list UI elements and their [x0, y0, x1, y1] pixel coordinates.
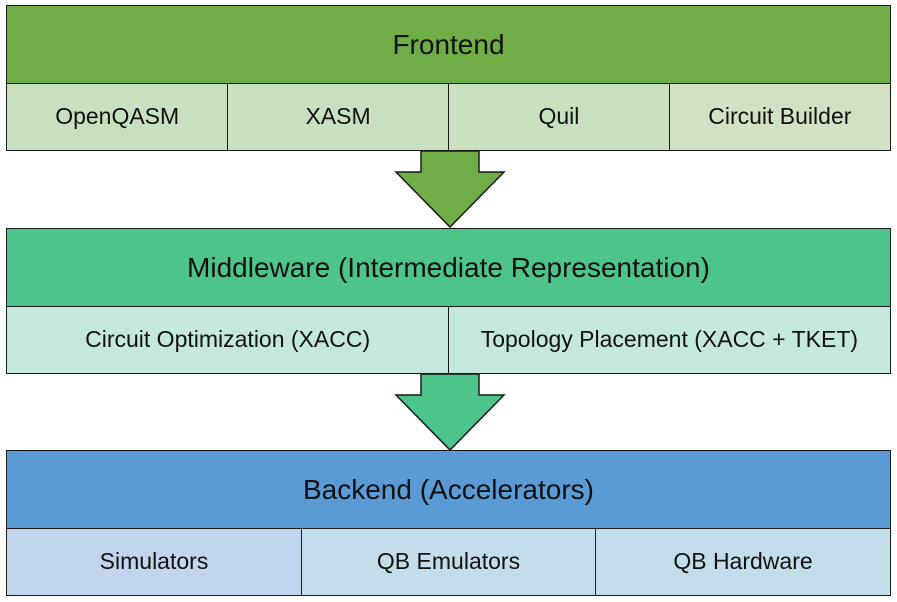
middleware-title: Middleware (Intermediate Representation): [187, 251, 710, 283]
backend-item-qb-emulators: QB Emulators: [300, 527, 597, 596]
backend-layer: Backend (Accelerators) Simulators QB Emu…: [6, 450, 891, 596]
backend-item-simulators: Simulators: [6, 527, 302, 596]
frontend-item-label: OpenQASM: [55, 103, 180, 130]
middleware-item-topology-placement: Topology Placement (XACC + TKET): [447, 305, 891, 374]
backend-components: Simulators QB Emulators QB Hardware: [6, 527, 891, 596]
backend-title: Backend (Accelerators): [302, 473, 594, 505]
down-arrow-icon: [394, 150, 506, 229]
frontend-layer: Frontend OpenQASM XASM Quil Circuit Buil…: [6, 5, 891, 151]
middleware-components: Circuit Optimization (XACC) Topology Pla…: [6, 305, 891, 374]
middleware-item-label: Circuit Optimization (XACC): [85, 326, 371, 353]
down-arrow-icon: [394, 373, 506, 452]
frontend-header: Frontend: [6, 5, 891, 84]
frontend-item-quil: Quil: [447, 82, 671, 151]
frontend-item-label: Quil: [538, 103, 580, 130]
middleware-layer: Middleware (Intermediate Representation)…: [6, 228, 891, 374]
middleware-header: Middleware (Intermediate Representation): [6, 228, 891, 307]
frontend-item-label: Circuit Builder: [708, 103, 852, 130]
backend-item-qb-hardware: QB Hardware: [595, 527, 891, 596]
backend-item-label: Simulators: [99, 548, 209, 575]
backend-item-label: QB Hardware: [673, 548, 813, 575]
frontend-item-circuit-builder: Circuit Builder: [668, 82, 891, 151]
backend-header: Backend (Accelerators): [6, 450, 891, 529]
frontend-title: Frontend: [392, 28, 505, 60]
frontend-item-openqasm: OpenQASM: [6, 82, 229, 151]
frontend-item-label: XASM: [305, 103, 371, 130]
frontend-item-xasm: XASM: [226, 82, 450, 151]
middleware-item-label: Topology Placement (XACC + TKET): [480, 326, 859, 353]
frontend-components: OpenQASM XASM Quil Circuit Builder: [6, 82, 891, 151]
backend-item-label: QB Emulators: [376, 548, 521, 575]
middleware-item-circuit-optimization: Circuit Optimization (XACC): [6, 305, 450, 374]
